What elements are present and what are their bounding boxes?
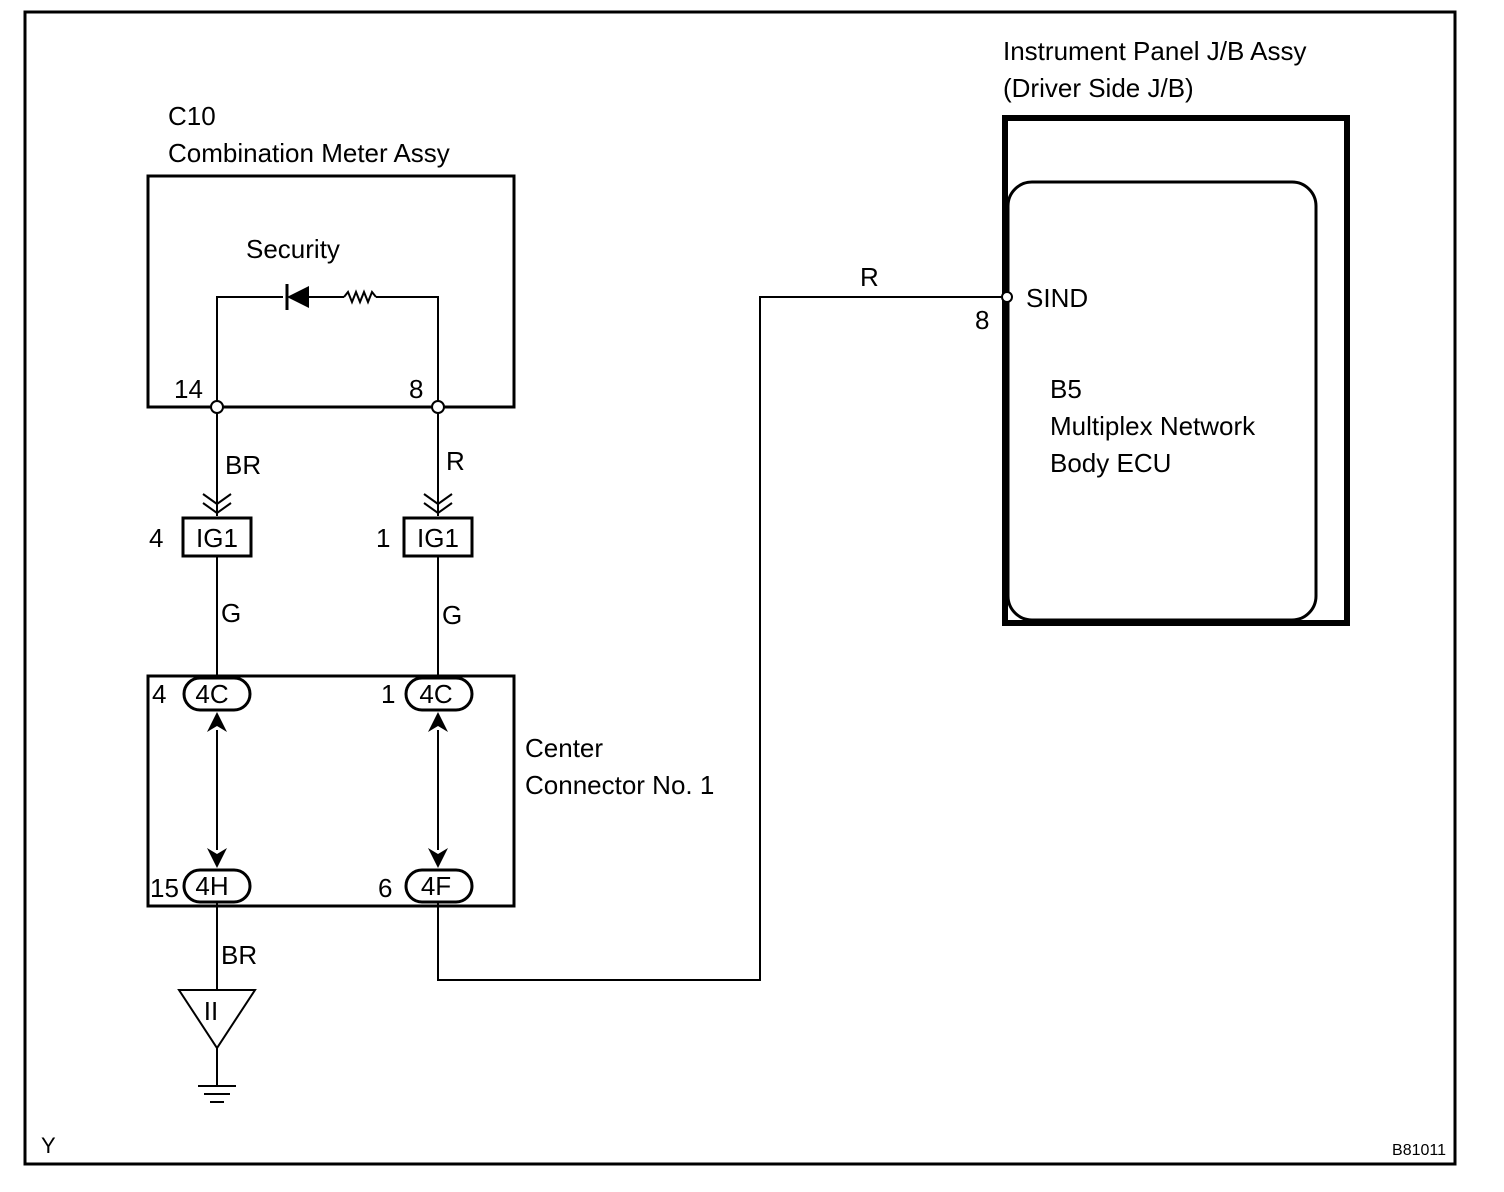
ecu-name-line2: Body ECU (1050, 448, 1171, 478)
cc-top-left-connector (182, 676, 252, 712)
sind-terminal (1001, 291, 1013, 303)
ecu-box (1006, 180, 1318, 622)
ecu-code: B5 (1050, 374, 1082, 404)
connector-arrow-left-2-icon (202, 502, 232, 515)
jb-box (1002, 115, 1350, 626)
meter-pin-right-label: 8 (409, 374, 423, 404)
center-connector-box (146, 674, 516, 908)
center-connector-line2: Connector No. 1 (525, 770, 714, 800)
wire-color-br-lower: BR (221, 940, 257, 970)
meter-pin-left-terminal (210, 400, 224, 414)
jb-title-line2: (Driver Side J/B) (1003, 73, 1194, 103)
sind-terminal-label: SIND (1026, 283, 1088, 313)
wire-color-r-to-ecu: R (860, 262, 879, 292)
meter-pin-right-terminal (431, 400, 445, 414)
meter-pin-left-label: 14 (174, 374, 203, 404)
resistor-icon (343, 289, 377, 305)
connector-arrow-right-2-icon (423, 502, 453, 515)
wire-color-r-upper: R (446, 446, 465, 476)
ground-point-triangle-icon (177, 989, 257, 1050)
resistor-to-pin-wire (376, 296, 439, 407)
ecu-name-line1: Multiplex Network (1050, 411, 1256, 441)
outer-frame (23, 10, 1457, 1166)
ecu-sind-pin: 8 (975, 305, 989, 335)
cc-bottom-right-pin: 6 (378, 873, 392, 903)
ground-point-label: II (204, 996, 218, 1026)
security-circuit-wire (216, 296, 283, 407)
cc-top-left-pin: 4 (152, 679, 166, 709)
cc-link-right-up-arrow-icon (428, 712, 448, 732)
ig1-left-label: IG1 (196, 523, 238, 553)
meter-code: C10 (168, 101, 216, 131)
wire-color-g-right: G (442, 600, 462, 630)
wire-color-br-upper: BR (225, 450, 261, 480)
center-connector-line1: Center (525, 733, 603, 763)
ig1-right-pin: 1 (376, 523, 390, 553)
cc-top-right-label: 4C (419, 679, 452, 709)
ig1-left-pin: 4 (149, 523, 163, 553)
meter-box (146, 174, 516, 409)
cc-top-right-connector (404, 676, 474, 712)
cc-top-left-label: 4C (195, 679, 228, 709)
footer-left-code: Y (41, 1133, 56, 1158)
cc-bottom-left-label: 4H (195, 871, 228, 901)
ig1-right-label: IG1 (417, 523, 459, 553)
connector-arrow-right-icon (423, 493, 453, 506)
cc-link-left-up-arrow-icon (207, 712, 227, 732)
wire-color-g-left: G (221, 598, 241, 628)
jb-title-line1: Instrument Panel J/B Assy (1003, 36, 1306, 66)
cc-link-left-down-arrow-icon (207, 848, 227, 868)
wire-to-ecu (437, 296, 1001, 981)
ig1-right-connector (402, 516, 474, 558)
ig1-left-connector (181, 516, 253, 558)
connector-arrow-left-icon (202, 493, 232, 506)
security-label: Security (246, 234, 340, 264)
security-diode-icon (287, 286, 309, 308)
cc-bottom-right-label: 4F (421, 871, 451, 901)
cc-top-right-pin: 1 (381, 679, 395, 709)
footer-right-code: B81011 (1392, 1142, 1446, 1159)
cc-link-right-down-arrow-icon (428, 848, 448, 868)
meter-name: Combination Meter Assy (168, 138, 450, 168)
cc-bottom-left-pin: 15 (150, 873, 179, 903)
